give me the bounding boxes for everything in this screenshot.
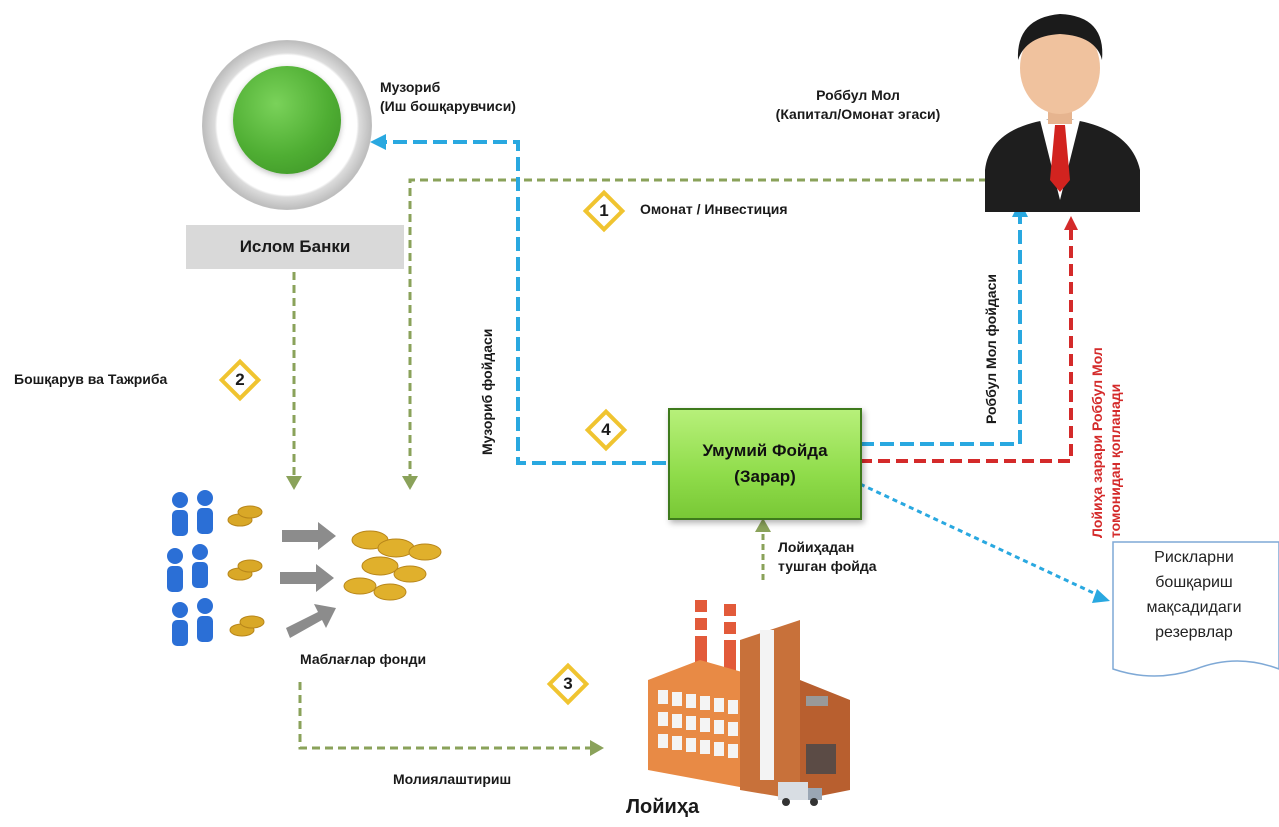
reserves-line2: бошқариш (1155, 574, 1233, 591)
total-profit-box: Умумий Фойда (Зарар) (668, 408, 862, 520)
flow-loss (860, 228, 1073, 463)
reserves-line3: мақсадидаги (1146, 599, 1242, 616)
step-1-label: Омонат / Инвестиция (640, 201, 788, 217)
bank-icon-circle (233, 66, 341, 174)
flow-deposit (408, 178, 987, 480)
truck-icon (778, 782, 822, 806)
project-profit-label: Лойиҳадан тушган фойда (778, 538, 877, 576)
loss-label-line1: Лойиҳа зарари Роббул Мол (1089, 347, 1105, 538)
reserves-text: Рискларни бошқариш мақсадидаги резервлар (1116, 545, 1272, 645)
step-2-number: 2 (235, 370, 245, 389)
investor-role: Роббул Мол (Капитал/Омонат эгаси) (750, 86, 966, 124)
flow-financing (298, 682, 592, 750)
step-3-label: Молиялаштириш (393, 771, 512, 787)
fund-people-coins-icon (167, 490, 442, 646)
reserves-document (1112, 541, 1279, 677)
flow-mudarib-profit (382, 140, 666, 465)
reserves-line1: Рискларни (1154, 549, 1234, 566)
arrow-mudarib-head (370, 134, 386, 150)
flow-reserves (859, 482, 1101, 598)
arrow-financing-head (590, 740, 604, 756)
investor-person-icon (985, 14, 1140, 212)
reserves-line4: резервлар (1155, 624, 1233, 641)
total-profit-line1: Умумий Фойда (702, 441, 828, 460)
step-3-number: 3 (563, 674, 573, 693)
arrow-reserves-head (1092, 589, 1110, 603)
step-4-number: 4 (601, 420, 611, 439)
step-1-number: 1 (599, 201, 609, 220)
arrow-management-head (286, 476, 302, 490)
mudarib-role-line2: (Иш бошқарувчиси) (380, 98, 516, 114)
mudarib-profit-label: Музориб фойдаси (479, 328, 495, 455)
investor-role-line2: (Капитал/Омонат эгаси) (775, 106, 941, 122)
arrow-fund-head (402, 476, 418, 490)
bank-name: Ислом Банки (186, 225, 404, 269)
loss-label-line2: томонидан қопланади (1107, 383, 1123, 538)
step-2-label: Бошқарув ва Тажриба (14, 371, 168, 387)
loss-label: Лойиҳа зарари Роббул Мол томонидан қопла… (1088, 347, 1124, 538)
rabbul-profit-label: Роббул Мол фойдаси (983, 274, 999, 424)
project-profit-line1: Лойиҳадан (778, 539, 855, 555)
project-profit-line2: тушган фойда (778, 558, 877, 574)
mudarib-role-line1: Музориб (380, 79, 441, 95)
factory-icon (648, 600, 850, 806)
flow-rabbul-profit (860, 215, 1022, 446)
arrow-loss-head (1064, 216, 1078, 230)
total-profit-line2: (Зарар) (734, 467, 796, 486)
mudarib-role: Музориб (Иш бошқарувчиси) (380, 78, 516, 116)
arrow-project-profit-head (755, 518, 771, 532)
investor-role-line1: Роббул Мол (816, 87, 900, 103)
fund-label: Маблағлар фонди (300, 651, 427, 667)
project-label: Лойиҳа (626, 796, 700, 818)
